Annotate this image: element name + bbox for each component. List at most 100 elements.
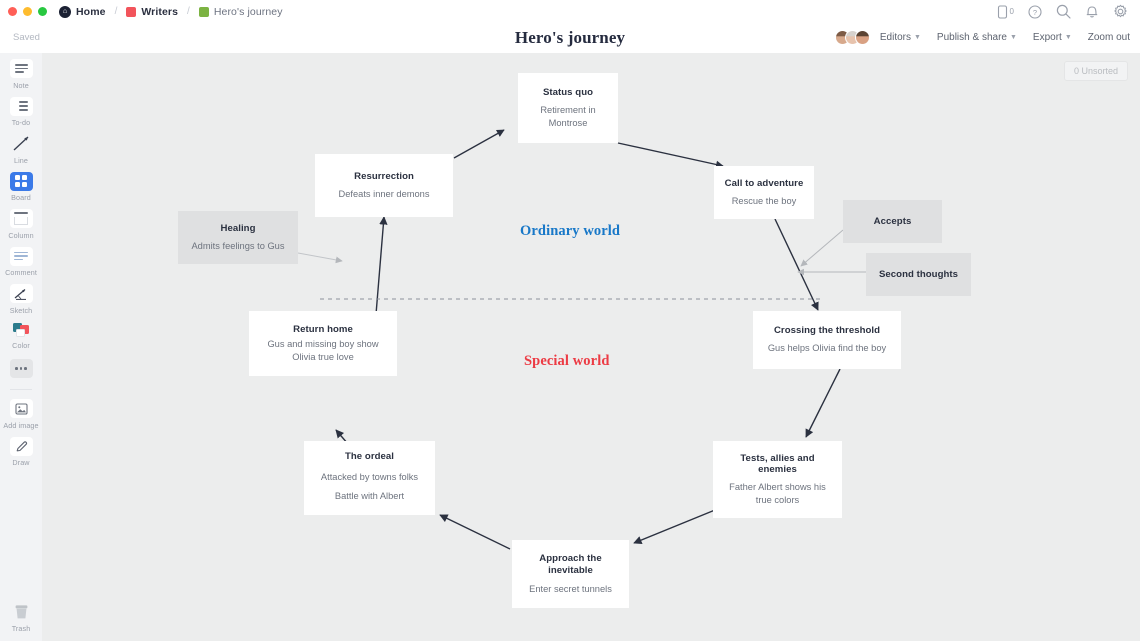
svg-text:?: ? bbox=[1033, 8, 1037, 17]
zoom-out-button[interactable]: Zoom out bbox=[1088, 32, 1130, 43]
trash-icon bbox=[10, 603, 33, 622]
connector-crossing-tests bbox=[805, 368, 841, 438]
unsorted-badge[interactable]: 0 Unsorted bbox=[1063, 61, 1128, 81]
card-accepts[interactable]: Accepts bbox=[843, 200, 942, 243]
tool-column[interactable]: Column bbox=[0, 209, 42, 240]
connector-resurrection-statusquo bbox=[453, 129, 505, 159]
card-tests-allies-and-enemies[interactable]: Tests, allies and enemies Father Albert … bbox=[713, 441, 842, 518]
card-the-ordeal[interactable]: The ordeal Attacked by towns folks Battl… bbox=[304, 441, 435, 515]
header-actions: Editors ▼ Publish & share ▼ Export ▼ Zoo… bbox=[834, 30, 1130, 45]
card-body: Retirement in Montrose bbox=[540, 104, 596, 128]
breadcrumb-label: Hero's journey bbox=[213, 5, 283, 18]
save-status: Saved bbox=[13, 32, 40, 43]
card-title: Call to adventure bbox=[724, 177, 804, 189]
breadcrumb-item-writers[interactable]: Writers bbox=[126, 6, 178, 18]
bell-icon[interactable] bbox=[1085, 4, 1099, 19]
tool-label: Line bbox=[14, 155, 28, 165]
card-title: Healing bbox=[220, 222, 256, 234]
chevron-down-icon: ▼ bbox=[1064, 34, 1072, 41]
card-second-thoughts[interactable]: Second thoughts bbox=[866, 253, 971, 296]
card-body: Enter secret tunnels bbox=[529, 583, 612, 594]
tool-label: Note bbox=[13, 80, 29, 90]
sketch-icon bbox=[9, 284, 33, 303]
card-title: Second thoughts bbox=[878, 269, 959, 280]
card-title: Return home bbox=[293, 323, 353, 335]
tool-draw[interactable]: Draw bbox=[0, 436, 42, 467]
publish-share-menu-button[interactable]: Publish & share ▼ bbox=[937, 32, 1017, 43]
gear-icon[interactable] bbox=[1113, 4, 1128, 19]
tool-more[interactable] bbox=[0, 359, 42, 378]
board-icon bbox=[9, 171, 33, 191]
card-resurrection[interactable]: Resurrection Defeats inner demons bbox=[315, 154, 453, 217]
breadcrumb-label: Writers bbox=[141, 5, 179, 18]
tool-trash[interactable]: Trash bbox=[0, 603, 42, 633]
tool-label: Color bbox=[12, 341, 30, 350]
avatar-group[interactable] bbox=[834, 30, 870, 45]
help-icon[interactable]: ? bbox=[1028, 4, 1042, 19]
tool-label: Add image bbox=[3, 420, 39, 430]
card-status-quo[interactable]: Status quo Retirement in Montrose bbox=[518, 73, 618, 143]
card-healing[interactable]: Healing Admits feelings to Gus bbox=[178, 211, 298, 264]
connector-statusquo-calltoadventure bbox=[617, 142, 724, 169]
connector-tests-approach bbox=[633, 509, 716, 545]
breadcrumb-label: Home bbox=[76, 5, 106, 18]
tool-todo[interactable]: To-do bbox=[0, 96, 42, 127]
breadcrumb-item-home[interactable]: ⌂ Home bbox=[59, 5, 106, 18]
line-icon bbox=[10, 134, 33, 153]
window-controls[interactable] bbox=[8, 7, 47, 16]
tool-note[interactable]: Note bbox=[0, 59, 42, 90]
chevron-down-icon: ▼ bbox=[913, 34, 921, 41]
breadcrumb-separator: / bbox=[114, 6, 118, 17]
tool-add-image[interactable]: Add image bbox=[0, 399, 42, 430]
tool-rail: Note To-do Line Board Column bbox=[0, 53, 42, 641]
tool-color[interactable]: Color bbox=[0, 322, 42, 350]
editors-label: Editors bbox=[879, 32, 911, 43]
card-body: Admits feelings to Gus bbox=[191, 240, 285, 251]
mobile-badge-count: 0 bbox=[1009, 7, 1014, 16]
card-body: Defeats inner demons bbox=[338, 188, 430, 199]
card-approach-the-inevitable[interactable]: Approach the inevitable Enter secret tun… bbox=[512, 540, 629, 608]
editors-menu-button[interactable]: Editors ▼ bbox=[880, 32, 921, 43]
card-body: Rescue the boy bbox=[731, 195, 797, 206]
mobile-icon[interactable]: 0 bbox=[997, 4, 1014, 19]
titlebar-icon-group: 0 ? bbox=[997, 4, 1140, 19]
export-label: Export bbox=[1032, 32, 1062, 43]
card-return-home[interactable]: Return home Gus and missing boy show Oli… bbox=[249, 311, 397, 376]
note-icon bbox=[9, 59, 33, 78]
card-title: The ordeal bbox=[344, 450, 394, 462]
board-canvas[interactable]: 0 Unsorted bbox=[42, 53, 1140, 641]
search-icon[interactable] bbox=[1056, 4, 1071, 19]
card-title: Resurrection bbox=[354, 170, 414, 182]
tool-comment[interactable]: Comment bbox=[0, 246, 42, 277]
tool-label: Comment bbox=[5, 268, 37, 277]
card-call-to-adventure[interactable]: Call to adventure Rescue the boy bbox=[714, 166, 814, 219]
tool-board[interactable]: Board bbox=[0, 171, 42, 202]
tool-sketch[interactable]: Sketch bbox=[0, 284, 42, 315]
more-icon bbox=[9, 359, 33, 378]
connector-accepts-calltoadventure bbox=[800, 229, 844, 267]
minimize-window-button[interactable] bbox=[23, 7, 32, 16]
todo-icon bbox=[9, 96, 33, 116]
maximize-window-button[interactable] bbox=[38, 7, 47, 16]
tool-line[interactable]: Line bbox=[0, 134, 42, 165]
tool-label: Board bbox=[11, 193, 31, 202]
folder-square-icon bbox=[126, 6, 137, 17]
close-window-button[interactable] bbox=[8, 7, 17, 16]
board-square-icon bbox=[198, 6, 209, 17]
world-label-ordinary: Ordinary world bbox=[520, 223, 621, 239]
tool-label: To-do bbox=[11, 118, 31, 127]
publish-share-label: Publish & share bbox=[936, 32, 1007, 43]
card-body: Father Albert shows his true colors bbox=[729, 481, 826, 505]
comment-icon bbox=[9, 246, 33, 266]
color-icon bbox=[10, 322, 33, 339]
tool-label: Column bbox=[8, 230, 34, 240]
card-title: Status quo bbox=[542, 86, 594, 98]
card-crossing-the-threshold[interactable]: Crossing the threshold Gus helps Olivia … bbox=[753, 311, 901, 369]
tool-label: Sketch bbox=[9, 305, 33, 315]
world-label-special: Special world bbox=[524, 353, 610, 369]
export-menu-button[interactable]: Export ▼ bbox=[1033, 32, 1072, 43]
chevron-down-icon: ▼ bbox=[1009, 34, 1017, 41]
breadcrumb-item-heros-journey[interactable]: Hero's journey bbox=[198, 5, 283, 18]
card-body: Gus and missing boy show Olivia true lov… bbox=[267, 338, 379, 362]
